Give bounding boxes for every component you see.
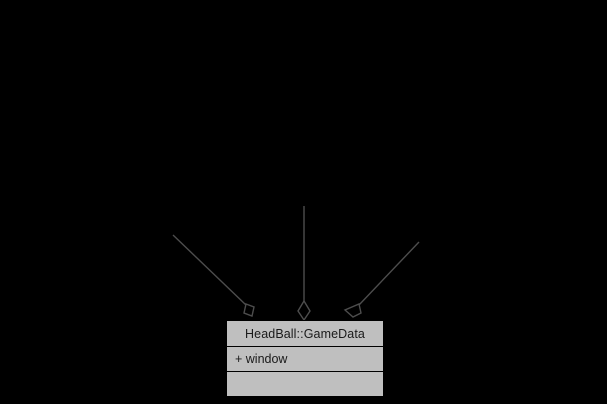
class-title-compartment: HeadBall::GameData (227, 321, 383, 347)
class-attribute-item: + window (235, 352, 288, 366)
class-title-label: HeadBall::GameData (245, 326, 365, 341)
aggregation-edge-left[interactable] (172, 234, 255, 317)
class-attributes-compartment: + window (227, 347, 383, 372)
aggregation-edge-center-diamond-icon (297, 299, 311, 322)
class-node-headball-gamedata[interactable]: HeadBall::GameData + window (226, 320, 384, 397)
aggregation-edge-left-diamond-icon (243, 303, 255, 317)
aggregation-edge-left-line (172, 234, 247, 306)
aggregation-edge-right[interactable] (343, 241, 420, 318)
aggregation-edge-right-diamond-icon (343, 303, 362, 318)
aggregation-edge-right-line (358, 241, 420, 306)
aggregation-edge-center[interactable] (297, 206, 311, 322)
class-operations-compartment (227, 372, 383, 396)
